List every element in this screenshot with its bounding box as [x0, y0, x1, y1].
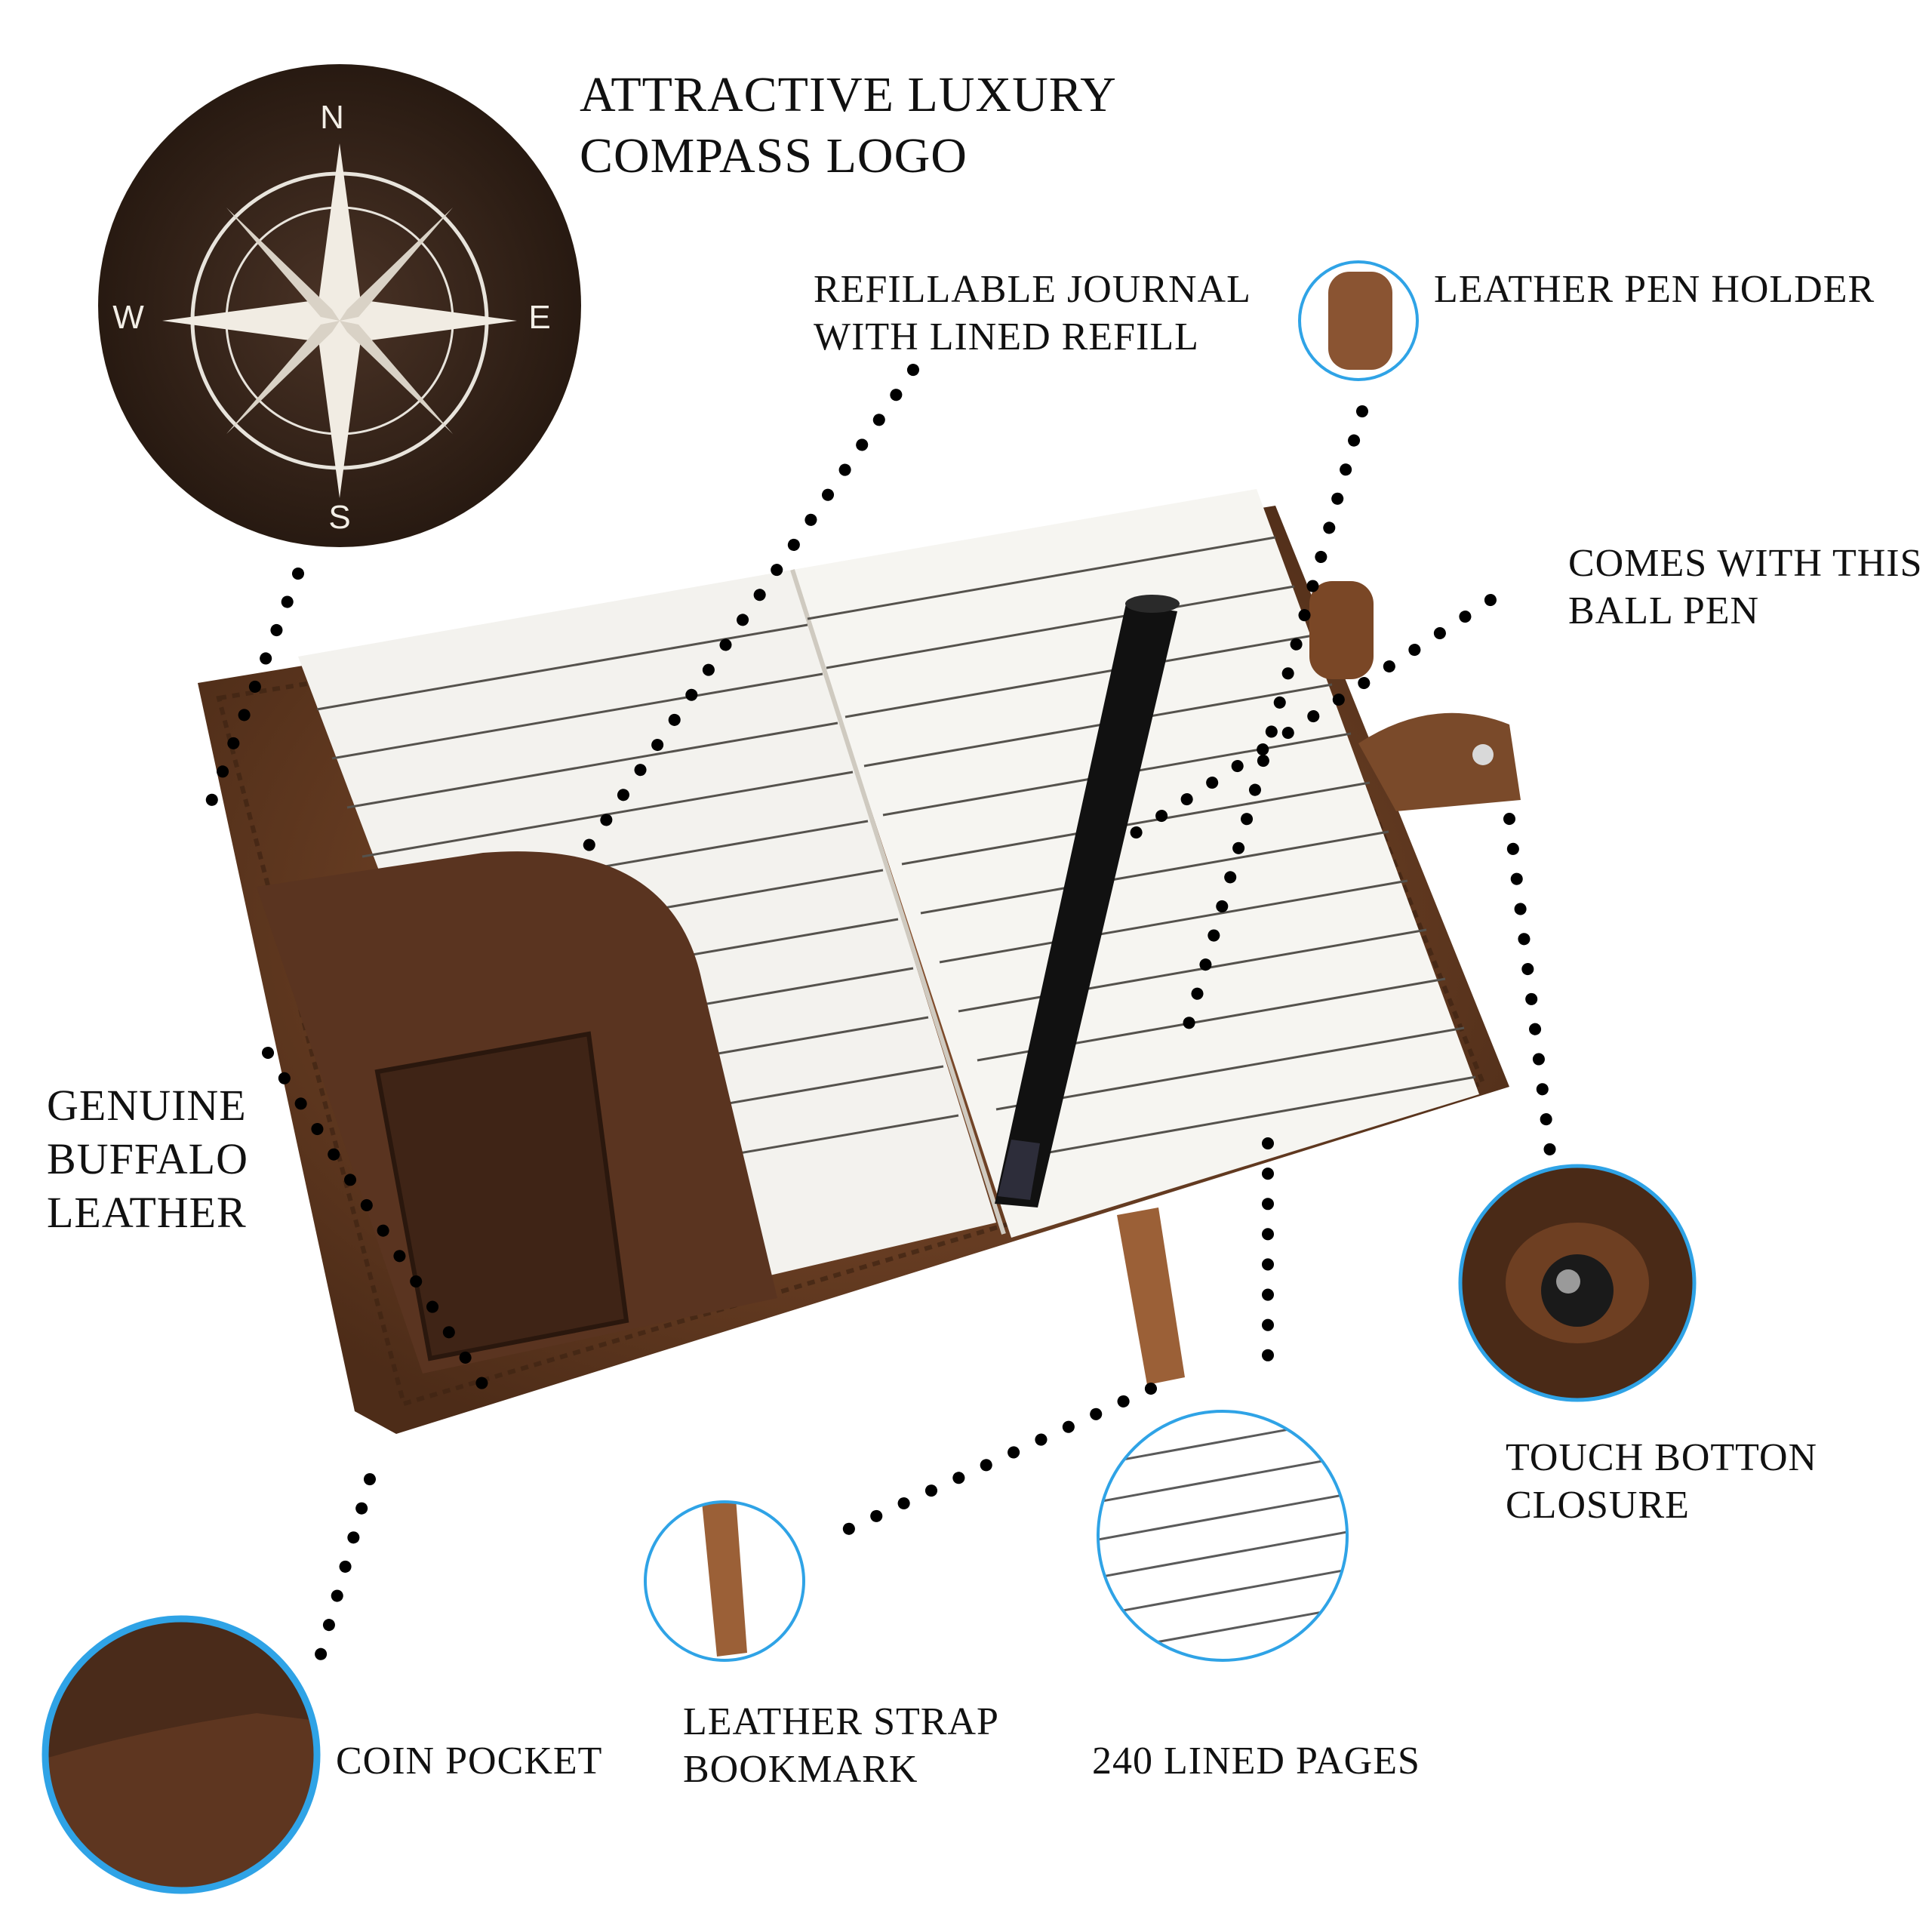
label-bookmark-line1: LEATHER STRAP — [683, 1700, 999, 1743]
label-closure-line2: CLOSURE — [1506, 1484, 1690, 1527]
label-ball-pen: COMES WITH THIS BALL PEN — [1568, 540, 1923, 635]
label-refillable-line2: WITH LINED REFILL — [814, 315, 1199, 359]
label-ball-pen-line2: BALL PEN — [1568, 589, 1760, 633]
bookmark-detail — [644, 1500, 805, 1662]
bookmark-strap — [1117, 1208, 1185, 1385]
label-pen-holder: LEATHER PEN HOLDER — [1434, 266, 1875, 313]
pen-holder-detail — [1298, 260, 1419, 381]
label-bookmark-line2: BOOKMARK — [683, 1748, 918, 1792]
label-refillable-line1: REFILLABLE JOURNAL — [814, 268, 1251, 311]
label-leather-line3: LEATHER — [47, 1187, 247, 1237]
coin-pocket-flap — [257, 851, 777, 1374]
strap-closure-tab — [1358, 712, 1521, 811]
label-lined-pages-line1: 240 LINED PAGES — [1092, 1740, 1420, 1783]
label-closure-line1: TOUCH BOTTON — [1506, 1436, 1818, 1479]
pages-detail — [1097, 1410, 1349, 1662]
label-closure: TOUCH BOTTON CLOSURE — [1506, 1434, 1817, 1530]
closure-detail — [1458, 1164, 1697, 1402]
label-genuine-leather: GENUINE BUFFALO LEATHER — [47, 1079, 248, 1239]
label-refillable-journal: REFILLABLE JOURNAL WITH LINED REFILL — [814, 266, 1251, 361]
label-bookmark: LEATHER STRAP BOOKMARK — [683, 1698, 999, 1794]
label-compass-logo-line2: COMPASS LOGO — [580, 128, 968, 183]
ball-pen — [995, 595, 1180, 1208]
label-ball-pen-line1: COMES WITH THIS — [1568, 542, 1923, 585]
label-compass-logo-line1: ATTRACTIVE LUXURY — [580, 67, 1117, 122]
callout-dotted-lines — [202, 364, 1557, 1674]
label-pen-holder-line1: LEATHER PEN HOLDER — [1434, 268, 1875, 311]
compass-logo-image — [98, 64, 581, 547]
label-lined-pages: 240 LINED PAGES — [1092, 1737, 1420, 1785]
label-leather-line1: GENUINE — [47, 1081, 247, 1130]
label-compass-logo: ATTRACTIVE LUXURY COMPASS LOGO — [580, 65, 1117, 186]
label-coin-pocket: COIN POCKET — [336, 1737, 602, 1785]
compass-north-letter: N — [320, 99, 344, 136]
pen-holder-loop — [1309, 581, 1374, 679]
compass-south-letter: S — [328, 499, 350, 536]
compass-west-letter: W — [112, 299, 144, 336]
coin-pocket-detail — [42, 1615, 321, 1894]
compass-east-letter: E — [528, 299, 550, 336]
label-coin-pocket-line1: COIN POCKET — [336, 1740, 603, 1783]
label-leather-line2: BUFFALO — [47, 1134, 248, 1183]
